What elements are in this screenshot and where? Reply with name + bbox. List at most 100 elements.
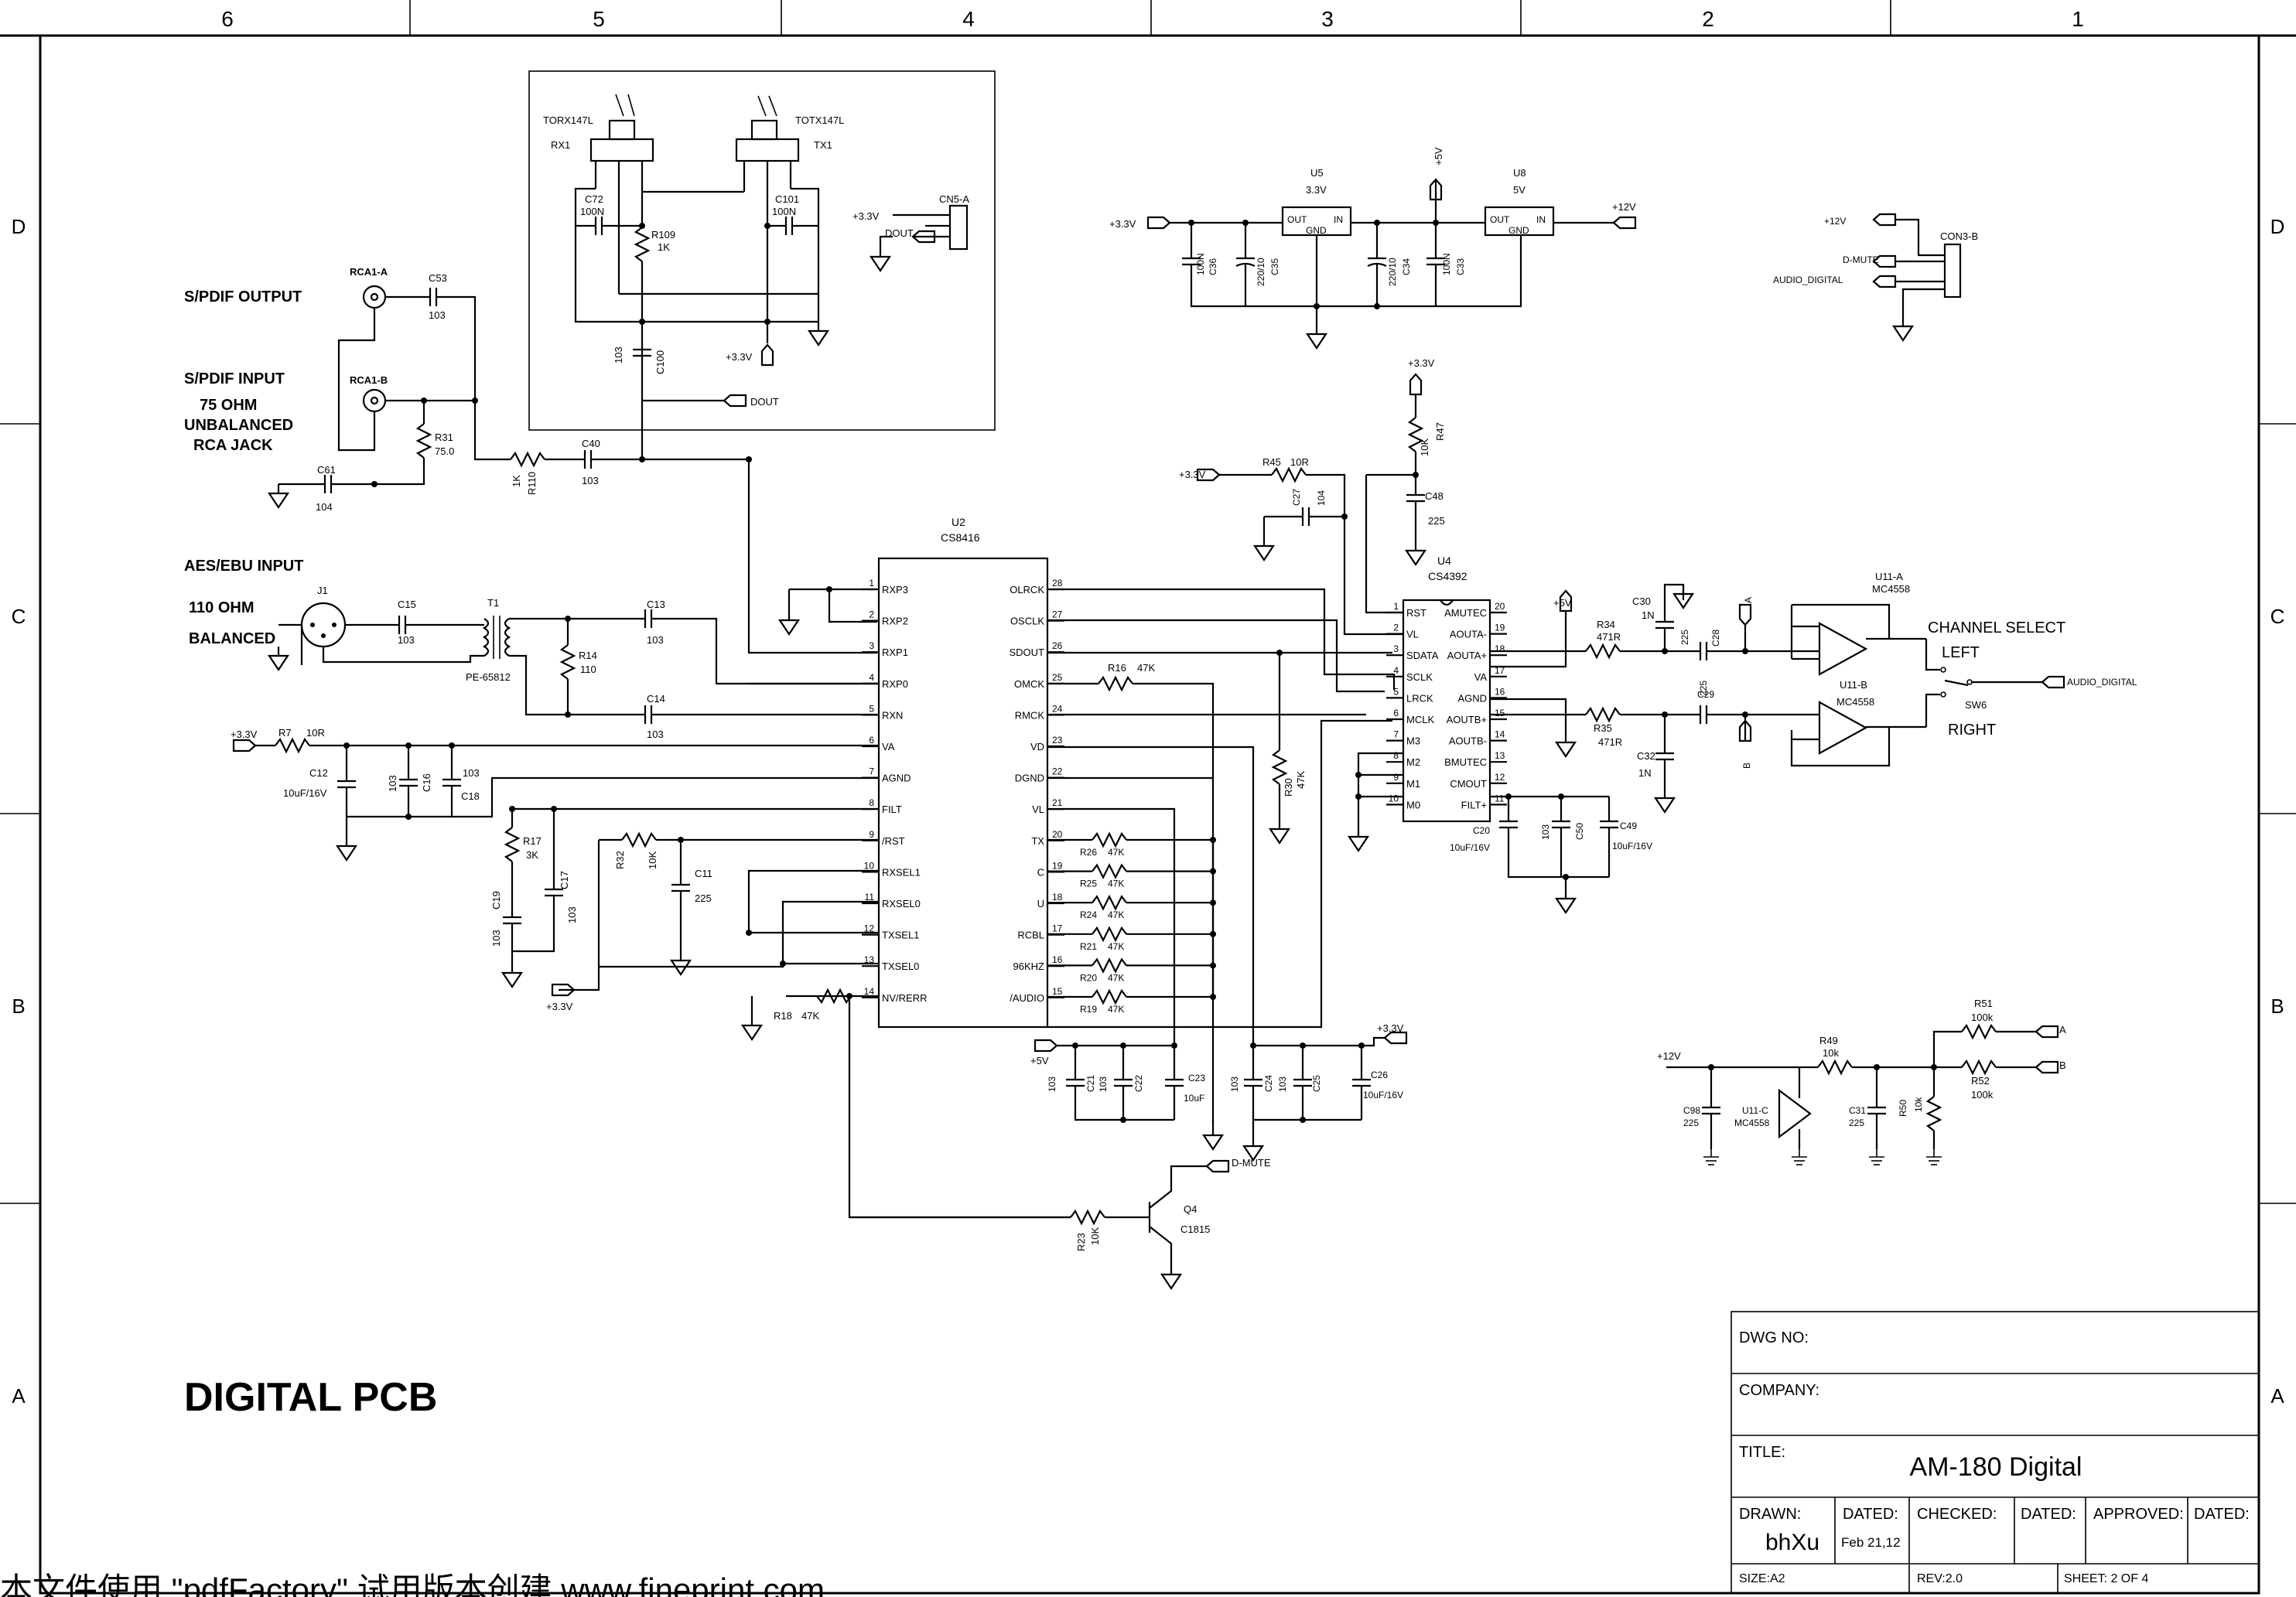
junction-dot: [1300, 1042, 1306, 1049]
svg-text:C20: C20: [1473, 825, 1490, 836]
svg-text:10K: 10K: [1419, 438, 1430, 456]
junction-dot: [764, 319, 770, 325]
svg-text:D: D: [12, 215, 26, 238]
svg-text:CHANNEL SELECT: CHANNEL SELECT: [1928, 619, 2065, 636]
svg-text:RCA1-A: RCA1-A: [350, 266, 388, 278]
junction-dot: [1662, 648, 1668, 654]
pullup-ref: R25: [1080, 879, 1097, 889]
u2-pin-number: 24: [1052, 703, 1063, 714]
svg-text:C25: C25: [1311, 1075, 1322, 1092]
svg-text:+3.3V: +3.3V: [1179, 469, 1206, 480]
junction-dot: [1072, 1042, 1078, 1049]
svg-text:J1: J1: [317, 585, 328, 596]
svg-text:3K: 3K: [526, 849, 538, 861]
bias-network: +12V R49 10k R51 100k A R52 100k B R50 1…: [1657, 998, 2066, 1165]
power-regulators: +3.3V OUT IN GND U5 3.3V OUT IN GND U8 5…: [1109, 147, 1637, 350]
junction-dot: [1931, 1064, 1937, 1070]
svg-text:C72: C72: [585, 193, 603, 205]
junction-dot: [1742, 648, 1748, 654]
u2-pin-number: 19: [1052, 860, 1063, 871]
u2-pin-number: 4: [869, 672, 874, 683]
svg-text:C24: C24: [1263, 1075, 1274, 1092]
svg-text:U11-B: U11-B: [1840, 679, 1867, 691]
u2-pin-label: RMCK: [1015, 709, 1045, 721]
u2-pin-label: 96KHZ: [1013, 961, 1045, 972]
svg-text:C1815: C1815: [1180, 1223, 1210, 1235]
svg-text:C100: C100: [654, 350, 666, 374]
svg-text:BALANCED: BALANCED: [189, 630, 275, 647]
svg-text:C49: C49: [1620, 821, 1637, 831]
svg-text:225: 225: [695, 892, 712, 904]
svg-text:103: 103: [429, 309, 446, 321]
pullup-ref: R20: [1080, 972, 1097, 983]
u2-pin-label: NV/RERR: [882, 992, 928, 1004]
svg-text:C98: C98: [1683, 1105, 1700, 1116]
svg-text:103: 103: [1277, 1077, 1288, 1092]
pullup-resistor: [1091, 832, 1128, 848]
svg-text:220/10: 220/10: [1387, 258, 1398, 286]
u4-pin-label: SCLK: [1406, 671, 1433, 683]
junction-dot: [1120, 1042, 1126, 1049]
svg-text:B: B: [2059, 1060, 2066, 1071]
u2-pin-label: U: [1037, 898, 1044, 909]
svg-text:103: 103: [1047, 1077, 1057, 1092]
junction-dot: [1171, 1042, 1177, 1049]
svg-text:IN: IN: [1334, 214, 1343, 225]
junction-dot: [449, 742, 455, 749]
u2-pin-number: 18: [1052, 892, 1063, 903]
u4-pin-number: 14: [1495, 729, 1505, 740]
u4-pin-number: 17: [1495, 665, 1505, 676]
svg-text:AUDIO_DIGITAL: AUDIO_DIGITAL: [2067, 677, 2137, 688]
u4-pin-label: VA: [1474, 671, 1488, 683]
svg-text:225: 225: [1683, 1118, 1699, 1128]
svg-text:+3.3V: +3.3V: [231, 729, 258, 740]
svg-text:RCA1-B: RCA1-B: [350, 374, 388, 386]
u4-pin-label: VL: [1406, 629, 1419, 640]
svg-text:C: C: [12, 605, 26, 628]
svg-text:C17: C17: [559, 871, 570, 889]
u2-pin-label: TXSEL1: [882, 930, 919, 941]
u4-pin-label: RST: [1406, 607, 1426, 619]
junction-dot: [1314, 303, 1320, 309]
svg-text:C50: C50: [1574, 823, 1585, 840]
svg-text:+3.3V: +3.3V: [852, 210, 880, 222]
svg-text:47K: 47K: [801, 1010, 819, 1022]
junction-dot: [405, 814, 412, 820]
u4-pin-label: AOUTB-: [1449, 735, 1487, 747]
svg-text:75 OHM: 75 OHM: [200, 397, 257, 414]
junction-dot: [1300, 1117, 1306, 1123]
junction-dot: [780, 961, 786, 967]
svg-text:AES/EBU INPUT: AES/EBU INPUT: [184, 558, 303, 575]
svg-text:C11: C11: [695, 868, 712, 879]
svg-text:CN5-A: CN5-A: [939, 193, 969, 205]
svg-text:+3.3V: +3.3V: [1408, 357, 1435, 369]
drawing-title: AM-180 Digital: [1910, 1452, 2082, 1482]
svg-text:R30: R30: [1283, 778, 1294, 797]
u4-pin-number: 10: [1389, 793, 1399, 804]
junction-dot: [1413, 472, 1419, 478]
junction-dot: [639, 456, 645, 462]
pullup-resistor: [1091, 989, 1128, 1005]
title-block: DWG NO: COMPANY: TITLE: DRAWN: DATED: CH…: [1731, 1311, 2260, 1594]
u4-pin-label: M0: [1406, 799, 1420, 810]
svg-text:10uF/16V: 10uF/16V: [1450, 842, 1490, 853]
junction-dot: [472, 398, 478, 404]
svg-text:C19: C19: [490, 891, 502, 909]
junction-dot: [1120, 1117, 1126, 1123]
svg-text:U11-C: U11-C: [1742, 1105, 1768, 1116]
svg-text:C28: C28: [1710, 630, 1721, 647]
svg-text:PE-65812: PE-65812: [466, 671, 511, 683]
u2-pin-label: VD: [1030, 741, 1044, 752]
u2-pin-label: SDOUT: [1010, 647, 1045, 658]
svg-text:R17: R17: [523, 835, 542, 847]
svg-text:C14: C14: [647, 693, 665, 705]
svg-text:104: 104: [1316, 490, 1327, 506]
svg-text:R51: R51: [1974, 998, 1993, 1009]
svg-text:1K: 1K: [511, 475, 522, 487]
svg-text:C23: C23: [1188, 1073, 1205, 1083]
u2-pin-number: 16: [1052, 954, 1063, 965]
u2-pin-number: 14: [864, 986, 875, 997]
u4-pin-number: 2: [1393, 623, 1399, 633]
svg-text:S/PDIF INPUT: S/PDIF INPUT: [184, 370, 285, 387]
